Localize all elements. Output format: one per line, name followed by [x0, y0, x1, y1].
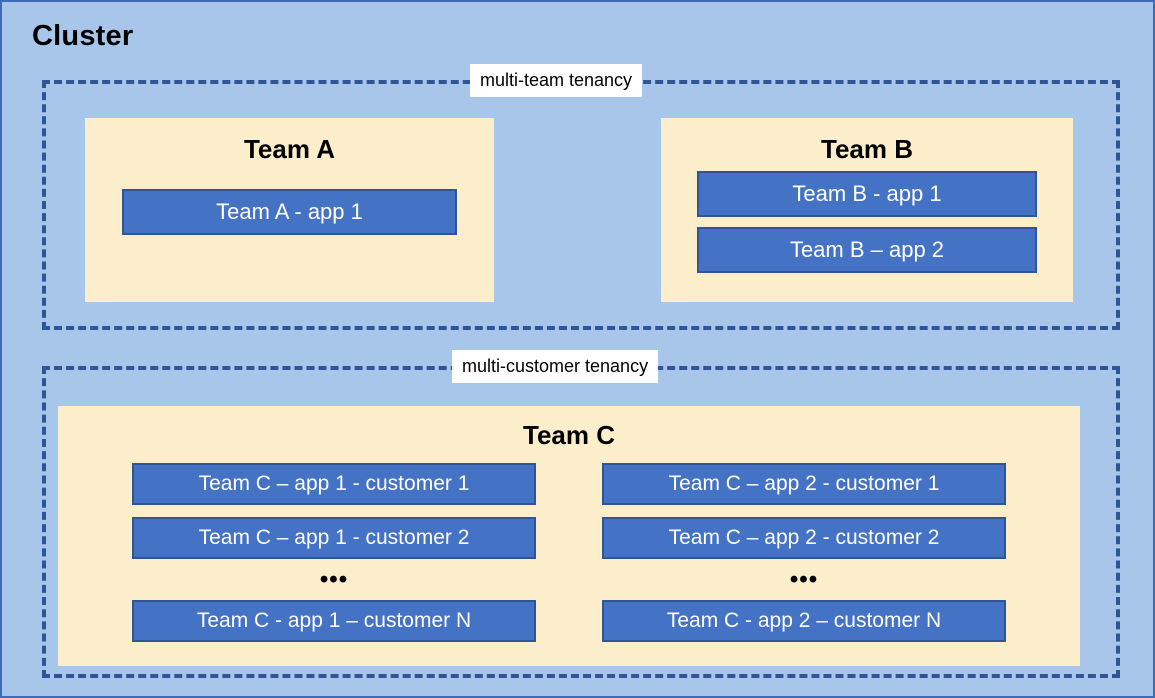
page-title: Cluster — [32, 20, 134, 52]
app-box-team-c-app-2-customer-1[interactable]: Team C – app 2 - customer 1 — [602, 463, 1006, 505]
tenancy-label-multi-customer: multi-customer tenancy — [452, 350, 659, 383]
app-box-team-b-app-2[interactable]: Team B – app 2 — [697, 227, 1037, 273]
app-grid-team-c: Team C – app 1 - customer 1 Team C – app… — [58, 463, 1080, 642]
app-box-team-c-app-1-customer-2[interactable]: Team C – app 1 - customer 2 — [132, 517, 536, 559]
app-column-team-c-app-1: Team C – app 1 - customer 1 Team C – app… — [132, 463, 536, 642]
team-panel-team-a: Team A Team A - app 1 — [85, 118, 494, 302]
app-box-team-c-app-2-customer-n[interactable]: Team C - app 2 – customer N — [602, 600, 1006, 642]
app-box-team-c-app-2-customer-2[interactable]: Team C – app 2 - customer 2 — [602, 517, 1006, 559]
app-box-team-c-app-1-customer-1[interactable]: Team C – app 1 - customer 1 — [132, 463, 536, 505]
team-heading-team-b: Team B — [821, 134, 913, 164]
app-box-team-a-app-1[interactable]: Team A - app 1 — [122, 189, 457, 235]
team-panel-team-b: Team B Team B - app 1 Team B – app 2 — [661, 118, 1073, 302]
ellipsis-team-c-app-2: ••• — [789, 566, 819, 593]
app-box-team-b-app-1[interactable]: Team B - app 1 — [697, 171, 1037, 217]
ellipsis-team-c-app-1: ••• — [319, 566, 349, 593]
app-list-team-a: Team A - app 1 — [85, 189, 494, 235]
team-heading-team-a: Team A — [243, 134, 336, 164]
team-panel-team-c: Team C Team C – app 1 - customer 1 Team … — [58, 406, 1080, 666]
team-heading-team-c: Team C — [523, 420, 615, 450]
app-list-team-b: Team B - app 1 Team B – app 2 — [661, 171, 1073, 273]
app-box-team-c-app-1-customer-n[interactable]: Team C - app 1 – customer N — [132, 600, 536, 642]
tenancy-label-multi-team: multi-team tenancy — [470, 64, 643, 97]
app-column-team-c-app-2: Team C – app 2 - customer 1 Team C – app… — [602, 463, 1006, 642]
